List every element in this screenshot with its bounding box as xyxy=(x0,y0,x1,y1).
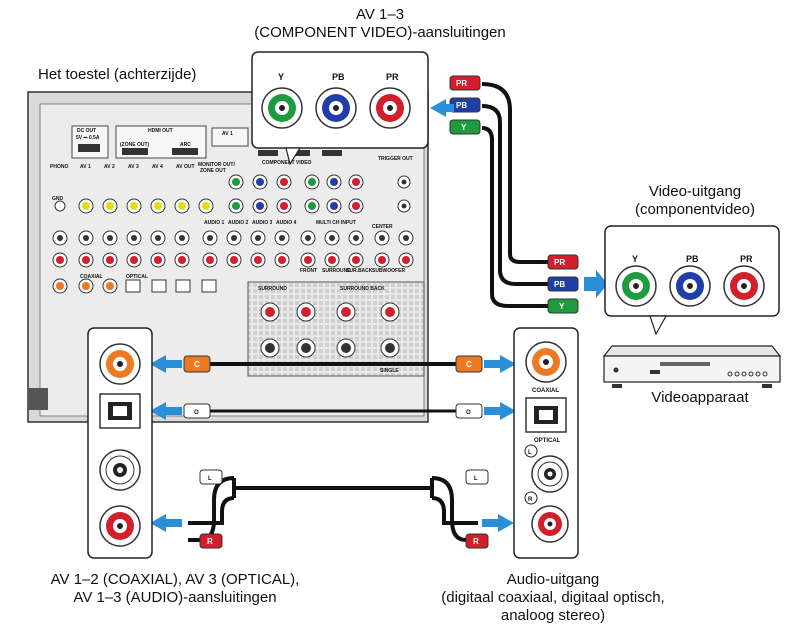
arrow-coax-right xyxy=(484,355,516,373)
trigger-out-text: TRIGGER OUT xyxy=(378,156,413,162)
av2-text: AV 2 xyxy=(104,164,115,170)
audio3-text: AUDIO 3 xyxy=(252,220,273,226)
component-plug-y-bottom: Y xyxy=(548,299,578,313)
callout-jack-label-y: Y xyxy=(278,72,284,82)
video-output-callout-pointer xyxy=(650,316,666,334)
audio1-text: AUDIO 1 xyxy=(204,220,225,226)
device-analog-left-jack xyxy=(532,456,568,492)
analog-tag-l-left: L xyxy=(208,476,212,482)
receiver-coaxial-jack xyxy=(100,344,140,384)
component-plug-pr-bottom: PR xyxy=(548,255,578,269)
device-coaxial-label: COAXIAL xyxy=(532,388,559,394)
device-analog-right-jack xyxy=(532,506,568,542)
av1-hdmi-text: AV 1 xyxy=(222,131,233,137)
component-cable xyxy=(482,84,548,306)
usb-port xyxy=(78,144,100,152)
center-text: CENTER xyxy=(372,224,393,230)
phono-text: PHONO xyxy=(50,164,68,170)
component-video-panel-text: COMPONENT VIDEO xyxy=(262,160,312,166)
av4-text: AV 4 xyxy=(152,164,163,170)
subwoofer-text: SUBWOOFER xyxy=(372,268,405,274)
optical-panel-text: OPTICAL xyxy=(126,274,148,280)
av3-text: AV 3 xyxy=(128,164,139,170)
device-optical-label: OPTICAL xyxy=(534,438,561,444)
receiver-optical-jack xyxy=(100,394,140,428)
analog-stereo-cable: L R L R xyxy=(188,470,488,548)
component-plug-pb-top: PB xyxy=(450,98,480,112)
dc-out-spec-text: 5V ⎓ 0.5A xyxy=(76,135,100,141)
plug-tag-pr-top: PR xyxy=(456,79,467,88)
surround-back-text: SURROUND BACK xyxy=(340,286,385,292)
device-left-label: L xyxy=(528,450,532,456)
receiver-analog-right-jack xyxy=(100,506,140,546)
out-jack-y xyxy=(616,266,656,306)
out-jack-pr xyxy=(724,266,764,306)
plug-tag-pr-bottom: PR xyxy=(554,258,565,267)
optical-tag-right: O xyxy=(466,410,471,416)
hdmi-out-text: HDMI OUT xyxy=(148,128,173,134)
callout-jack-label-pr: PR xyxy=(386,72,399,82)
receiver-analog-left-jack xyxy=(100,450,140,490)
device-coaxial-jack xyxy=(526,342,566,382)
plug-tag-y-bottom: Y xyxy=(559,302,565,311)
component-plug-pr-top: PR xyxy=(450,76,480,90)
callout-jack-y xyxy=(262,88,302,128)
callout-jack-pr xyxy=(370,88,410,128)
arc-text: ARC xyxy=(180,142,191,148)
out-jack-label-pr: PR xyxy=(740,254,753,264)
dc-out-text: DC OUT xyxy=(77,128,96,134)
callout-jack-label-pb: PB xyxy=(332,72,345,82)
video-device xyxy=(604,346,780,388)
optical-tag-left: O xyxy=(194,410,199,416)
out-jack-label-pb: PB xyxy=(686,254,699,264)
single-text: SINGLE xyxy=(380,368,399,374)
surround-speaker-text: SURROUND xyxy=(258,286,287,292)
coax-tag-right: C xyxy=(466,360,472,369)
arrow-optical-right xyxy=(484,402,516,420)
arrow-analog-left xyxy=(150,514,182,532)
gnd-terminal xyxy=(55,201,65,211)
av-out-text: AV OUT xyxy=(176,164,195,170)
analog-tag-l-right: L xyxy=(474,476,478,482)
coax-tag-left: C xyxy=(194,360,200,369)
av1-text: AV 1 xyxy=(80,164,91,170)
out-jack-pb xyxy=(670,266,710,306)
device-optical-jack xyxy=(526,398,566,432)
audio2-text: AUDIO 2 xyxy=(228,220,249,226)
device-right-label: R xyxy=(528,497,533,503)
zone-out-text: (ZONE OUT) xyxy=(120,142,149,148)
coaxial-panel-text: COAXIAL xyxy=(80,274,103,280)
hdmi-out-1-port xyxy=(172,148,198,155)
callout-jack-pb xyxy=(316,88,356,128)
hdmi-out-2-port xyxy=(122,148,148,155)
front-text: FRONT xyxy=(300,268,317,274)
sur-back-text: SUR.BACK xyxy=(346,268,373,274)
plug-tag-y-top: Y xyxy=(461,123,467,132)
component-plug-pb-bottom: PB xyxy=(548,277,578,291)
audio4-text: AUDIO 4 xyxy=(276,220,297,226)
plug-tag-pb-top: PB xyxy=(456,101,467,110)
multi-ch-input-text: MULTI CH INPUT xyxy=(316,220,356,226)
analog-tag-r-right: R xyxy=(473,537,479,546)
zone-out2-text: ZONE OUT xyxy=(200,168,226,174)
out-jack-label-y: Y xyxy=(632,254,638,264)
arrow-analog-right xyxy=(482,514,514,532)
analog-tag-r-left: R xyxy=(207,537,213,546)
component-plug-y-top: Y xyxy=(450,120,480,134)
plug-tag-pb-bottom: PB xyxy=(554,280,565,289)
speaker-terminal-area xyxy=(248,282,424,376)
